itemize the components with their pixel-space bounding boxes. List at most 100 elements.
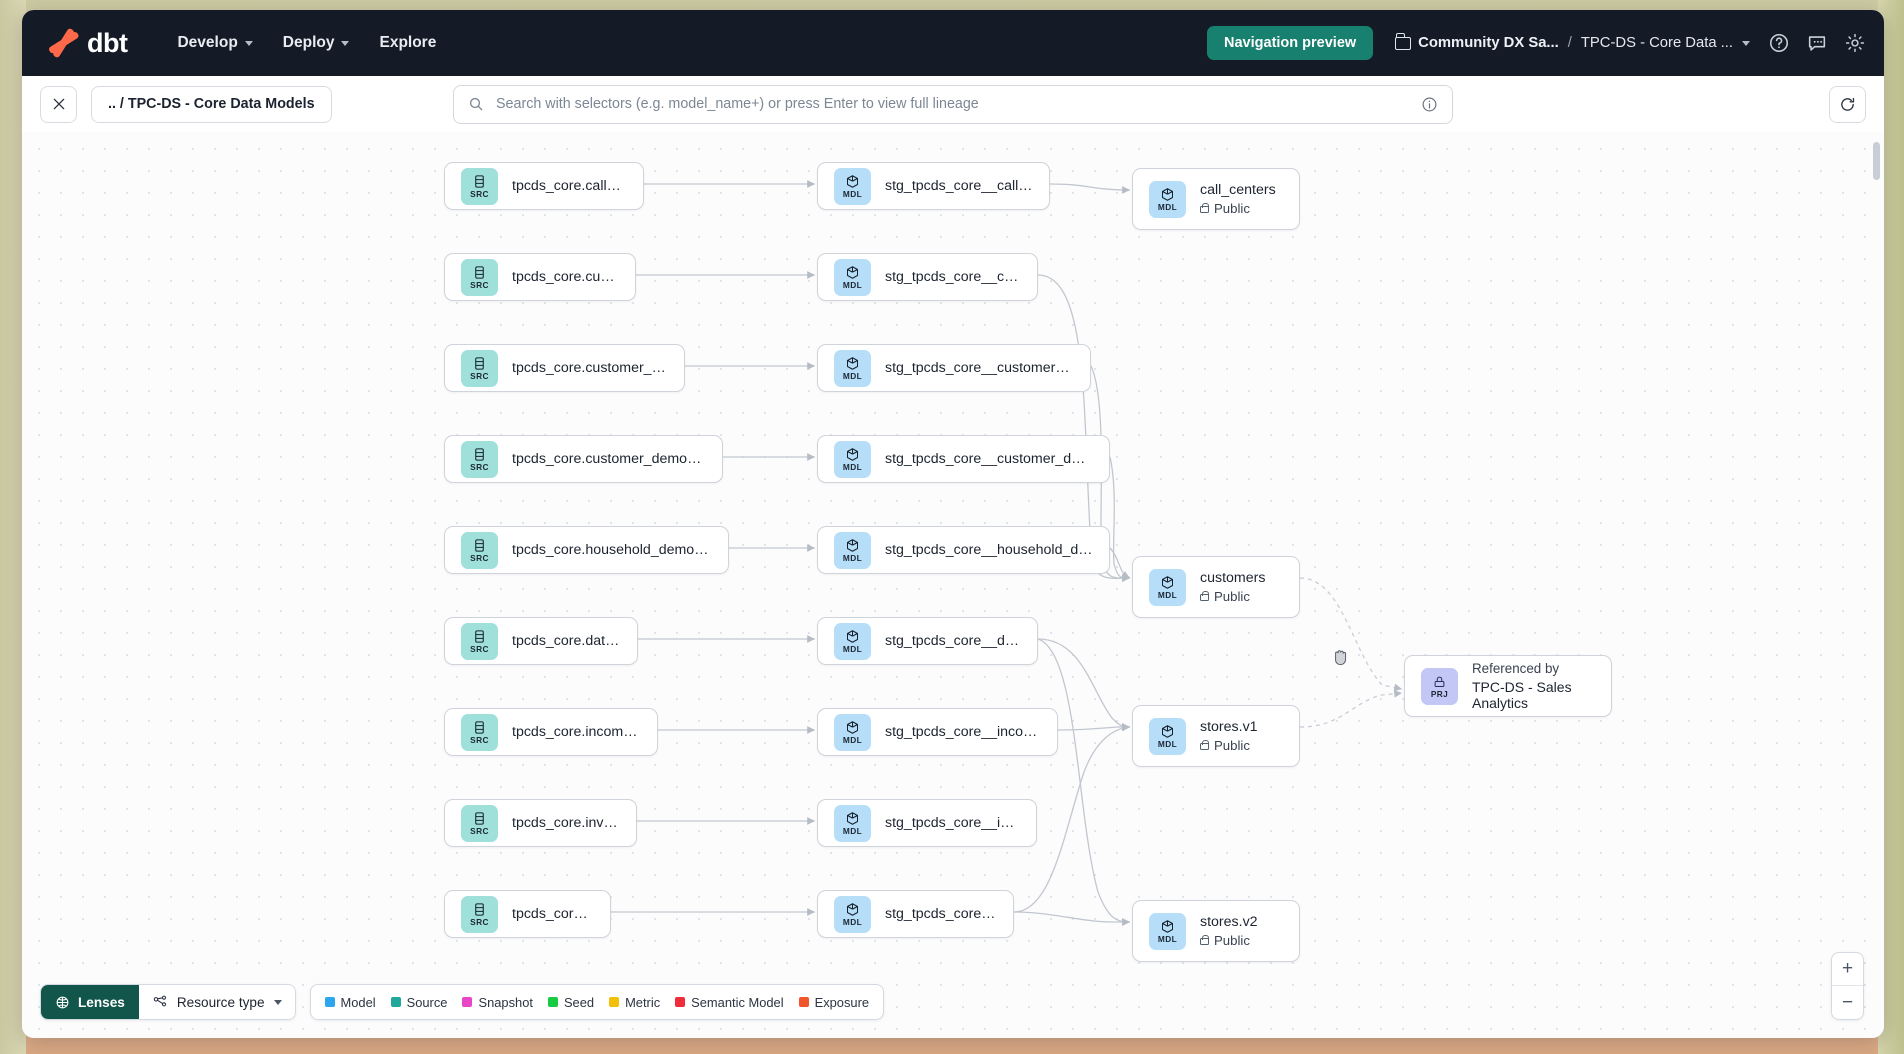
lineage-node-staging-3[interactable]: MDLstg_tpcds_core__customer_demogra... (817, 435, 1110, 483)
nav-item-deploy[interactable]: Deploy (271, 27, 362, 59)
src-badge-icon: SRC (461, 349, 498, 387)
chevron-down-icon[interactable] (1742, 40, 1750, 46)
node-subtitle: Public (1200, 201, 1276, 216)
legend-item-semantic-model[interactable]: Semantic Model (675, 995, 784, 1010)
zoom-in-button[interactable]: + (1832, 953, 1863, 986)
project-breadcrumb-pill[interactable]: .. / TPC-DS - Core Data Models (91, 85, 332, 123)
zoom-out-button[interactable]: − (1841, 991, 1854, 1013)
node-labels: tpcds_core.income_band (512, 724, 641, 740)
src-badge-icon: SRC (461, 167, 498, 205)
node-labels: tpcds_core.customer_demographics (512, 451, 706, 467)
resource-type-button[interactable]: Resource type (138, 985, 295, 1019)
lineage-node-staging-7[interactable]: MDL stg_tpcds_core__inventory (817, 799, 1037, 847)
resource-type-label: Resource type (176, 994, 265, 1010)
lineage-node-staging-4[interactable]: MDLstg_tpcds_core__household_demogr... (817, 526, 1110, 574)
info-circle-icon[interactable] (1421, 96, 1438, 113)
chevron-down-icon (244, 40, 253, 46)
node-labels: stg_tpcds_core__household_demogr... (885, 542, 1093, 558)
node-title: stg_tpcds_core__inventory (885, 815, 1020, 831)
node-title: stg_tpcds_core__store (885, 906, 997, 922)
chat-feedback-icon[interactable] (1806, 32, 1828, 54)
search-container (453, 84, 1453, 124)
breadcrumb-environment[interactable]: TPC-DS - Core Data ... (1581, 35, 1733, 51)
legend-label: Source (406, 994, 448, 1010)
breadcrumb-environment-label: TPC-DS - Core Data ... (1580, 35, 1733, 51)
node-subtitle: Public (1200, 933, 1258, 948)
node-labels: tpcds_core.inventory (512, 815, 620, 831)
lenses-button[interactable]: Lenses (41, 985, 139, 1019)
mdl-badge-icon: MDL (1149, 912, 1186, 950)
node-labels: tpcds_core.store (512, 906, 594, 922)
navigation-preview-button[interactable]: Navigation preview (1207, 26, 1374, 60)
src-badge-icon: SRC (461, 804, 498, 842)
gear-icon[interactable] (1844, 32, 1866, 54)
close-lineage-button[interactable] (40, 85, 77, 123)
lock-icon (1200, 739, 1209, 750)
legend-item-model[interactable]: Model (324, 995, 376, 1010)
legend-swatch (324, 997, 335, 1007)
legend-item-metric[interactable]: Metric (609, 995, 660, 1010)
legend-item-exposure[interactable]: Exposure (798, 995, 869, 1010)
node-subtitle-label: TPC-DS - Sales Analytics (1472, 679, 1572, 711)
lineage-node-sources-0[interactable]: SRC tpcds_core.call_center (444, 162, 644, 210)
lenses-label: Lenses (78, 994, 125, 1010)
breadcrumb-account[interactable]: Community DX Sa... (1395, 33, 1559, 51)
top-navigation-bar: dbt Develop Deploy Explore Navigation pr… (22, 10, 1884, 76)
node-title: stores.v2 (1200, 914, 1258, 930)
nav-item-develop[interactable]: Develop (165, 27, 264, 59)
lock-icon (1200, 590, 1209, 601)
lineage-node-sources-3[interactable]: SRC tpcds_core.customer_demographics (444, 435, 723, 483)
lineage-node-sources-2[interactable]: SRC tpcds_core.customer_address (444, 344, 685, 392)
nav-item-explore[interactable]: Explore (367, 27, 448, 59)
lock-icon (1200, 202, 1209, 213)
dbt-logo[interactable]: dbt (48, 28, 128, 59)
legend-item-snapshot[interactable]: Snapshot (462, 995, 533, 1010)
node-title: tpcds_core.store (512, 906, 594, 922)
mdl-badge-icon: MDL (1149, 180, 1186, 218)
src-badge-icon: SRC (461, 622, 498, 660)
lineage-node-sources-7[interactable]: SRC tpcds_core.inventory (444, 799, 637, 847)
node-labels: tpcds_core.call_center (512, 178, 627, 194)
search-box[interactable] (453, 84, 1453, 124)
mdl-badge-icon: MDL (834, 349, 871, 387)
nav-item-deploy-label: Deploy (282, 34, 335, 51)
refresh-button[interactable] (1829, 85, 1866, 123)
node-labels: tpcds_core.date_dim (512, 633, 621, 649)
legend-item-source[interactable]: Source (390, 994, 448, 1010)
node-subtitle: Public (1200, 589, 1265, 604)
node-labels: stg_tpcds_core__date_dim (885, 633, 1021, 649)
lineage-canvas[interactable]: SRCtpcds_core.call_centerSRCtpcds_core.c… (22, 132, 1884, 1038)
prj-badge-icon: PRJ (1421, 667, 1458, 705)
search-input[interactable] (494, 95, 1411, 113)
legend-label: Seed (563, 994, 595, 1010)
node-subtitle: TPC-DS - Sales Analytics (1472, 679, 1595, 711)
lineage-node-sources-5[interactable]: SRC tpcds_core.date_dim (444, 617, 638, 665)
node-labels: tpcds_core.customer_address (512, 360, 668, 376)
src-badge-icon: SRC (461, 440, 498, 478)
help-circle-icon[interactable] (1768, 32, 1790, 54)
lens-icon (55, 995, 70, 1010)
legend-item-seed[interactable]: Seed (547, 994, 595, 1010)
node-title: tpcds_core.call_center (512, 178, 627, 194)
mdl-badge-icon: MDL (834, 804, 871, 842)
vertical-scrollbar[interactable] (1873, 142, 1880, 180)
